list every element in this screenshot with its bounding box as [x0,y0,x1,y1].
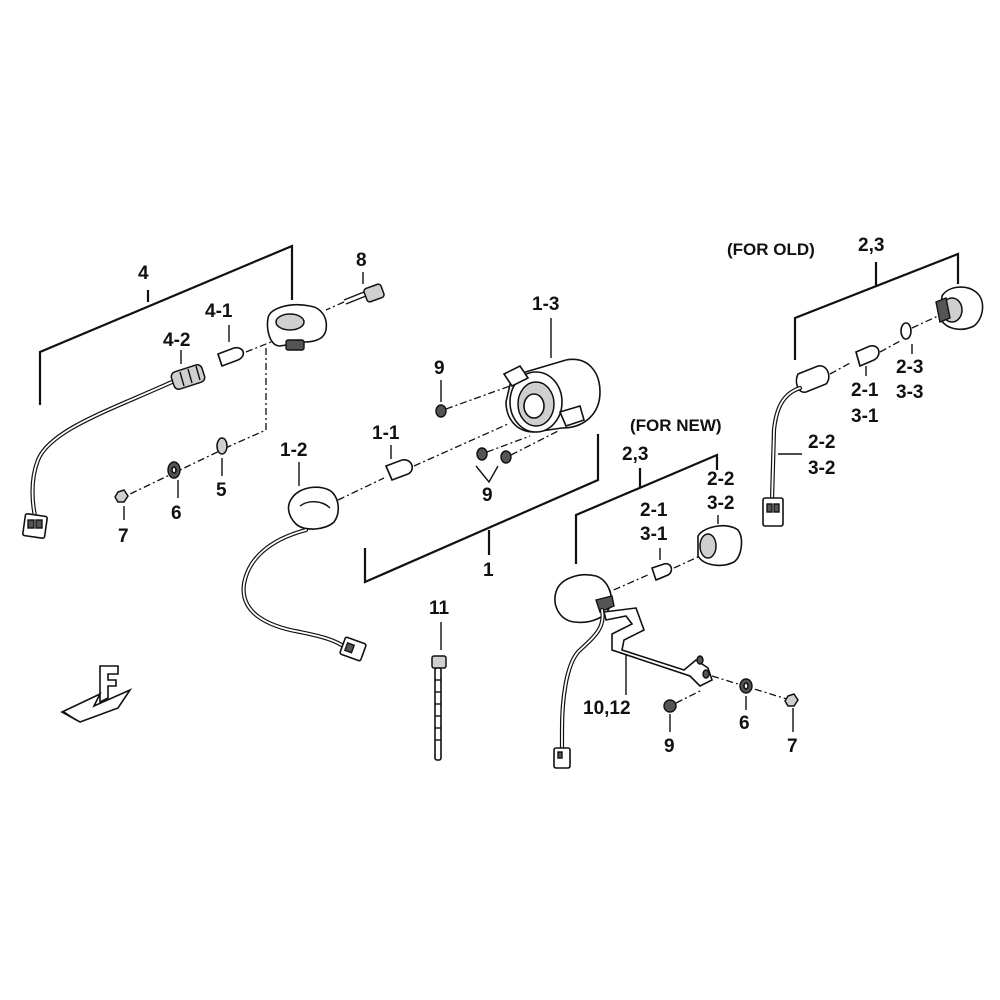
label-2-1-new: 2-1 [640,500,668,521]
part-1-2-socket-harness [241,477,385,662]
label-1-1: 1-1 [372,423,400,444]
part-7-nut-left [114,489,129,503]
label-7-right: 7 [787,736,798,757]
part-2-3-new-lamp-housing [553,574,615,769]
label-3-3: 3-3 [896,382,923,403]
part-1-3-lamp-body [502,358,601,433]
part-5-washer [216,437,228,455]
part-4-2-socket [170,364,206,390]
label-6-left: 6 [171,503,182,524]
label-3-1-new: 3-1 [640,524,668,545]
label-3-1-old: 3-1 [851,406,879,427]
label-6-right: 6 [739,713,750,734]
part-6-washer-right [711,675,791,701]
label-2-1-old: 2-1 [851,380,879,401]
part-9-screws-pair [475,429,561,484]
callout-bracket-2-3-new [574,453,719,564]
part-2-1-new-bulb [599,555,701,597]
part-1-1-bulb [384,423,509,482]
part-2-1-old-bulb [855,339,903,368]
note-for-new: (FOR NEW) [630,416,722,435]
part-4-wire-harness [22,379,175,539]
label-1-2: 1-2 [280,440,307,461]
part-9-screw-bottom [663,689,703,713]
label-7-left: 7 [118,526,129,547]
part-4-lamp-housing [266,303,328,351]
part-6-washer-left [167,461,181,479]
label-11: 11 [429,598,450,619]
label-4-1: 4-1 [205,301,233,322]
label-8: 8 [356,250,367,271]
part-7-nut-right [784,693,799,707]
label-2-2-old: 2-2 [808,432,835,453]
part-2-2-new-lens [697,524,743,567]
callout-bracket-4 [38,244,294,405]
label-9-top: 9 [434,358,445,379]
label-2-2-new: 2-2 [707,469,734,490]
label-4: 4 [138,263,149,284]
label-2-3: 2-3 [896,357,923,378]
label-1-3: 1-3 [532,294,559,315]
part-10-12-bracket [603,607,713,687]
label-9-bottom: 9 [664,736,675,757]
label-2-3-old: 2,3 [858,235,884,256]
label-4-2: 4-2 [163,330,190,351]
label-3-2-new: 3-2 [707,493,734,514]
label-9-mid: 9 [482,485,493,506]
note-for-old: (FOR OLD) [727,240,815,259]
label-3-2-old: 3-2 [808,458,835,479]
part-9-screw-top [435,385,511,418]
part-2-3-ring [900,315,939,340]
label-10-12: 10,12 [583,698,631,719]
part-11-cable-tie [431,655,447,761]
callout-bracket-1 [363,434,600,584]
part-8-screw [325,283,385,311]
axis-4-1 [245,339,277,353]
part-4-1-bulb [216,346,245,368]
label-2-3-new: 2,3 [622,444,648,465]
part-2-2-old-socket-harness [762,361,853,527]
label-1: 1 [483,560,494,581]
callout-bracket-2-3-old [793,252,960,360]
label-5: 5 [216,480,227,501]
part-2-3-old-lamp-body [935,286,984,331]
front-direction-arrow-icon [60,665,133,723]
